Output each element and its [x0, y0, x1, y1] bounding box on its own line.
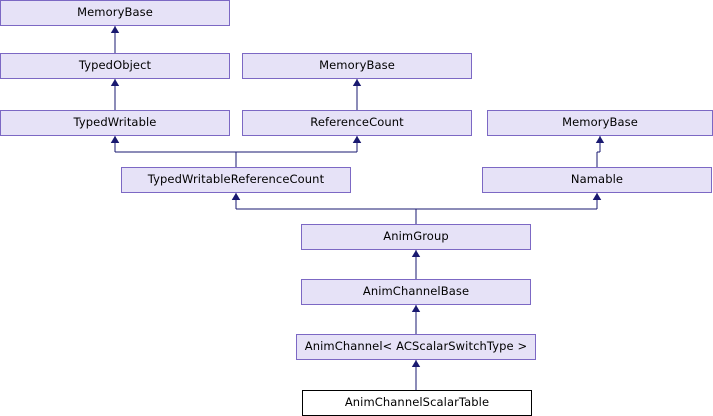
class-node-memorybase2[interactable]: MemoryBase [242, 53, 472, 79]
class-node-typedwritable[interactable]: TypedWritable [0, 110, 230, 136]
class-node-typedobject[interactable]: TypedObject [0, 53, 230, 79]
class-node-label: ReferenceCount [310, 115, 404, 130]
class-node-label: MemoryBase [319, 58, 395, 73]
class-node-label: AnimChannelScalarTable [344, 395, 490, 410]
class-node-label: AnimChannel< ACScalarSwitchType > [304, 339, 528, 354]
class-node-label: Namable [570, 172, 624, 187]
class-node-label: AnimGroup [383, 229, 449, 244]
class-node-label: MemoryBase [562, 115, 638, 130]
class-node-referencecount[interactable]: ReferenceCount [242, 110, 472, 136]
class-node-label: MemoryBase [77, 5, 153, 20]
class-node-memorybase1[interactable]: MemoryBase [0, 0, 230, 26]
class-node-animgroup[interactable]: AnimGroup [301, 224, 531, 250]
class-node-animchannelscalartable: AnimChannelScalarTable [302, 390, 532, 416]
class-node-typedwritablereferencecount[interactable]: TypedWritableReferenceCount [121, 167, 351, 193]
class-node-animchannelbase[interactable]: AnimChannelBase [301, 279, 531, 305]
class-node-label: TypedWritable [73, 115, 157, 130]
class-node-label: AnimChannelBase [362, 284, 470, 299]
class-node-memorybase3[interactable]: MemoryBase [487, 110, 713, 136]
class-node-animchanneltemplate[interactable]: AnimChannel< ACScalarSwitchType > [296, 334, 536, 360]
class-node-label: TypedWritableReferenceCount [147, 172, 325, 187]
class-node-namable[interactable]: Namable [482, 167, 712, 193]
class-node-label: TypedObject [78, 58, 152, 73]
